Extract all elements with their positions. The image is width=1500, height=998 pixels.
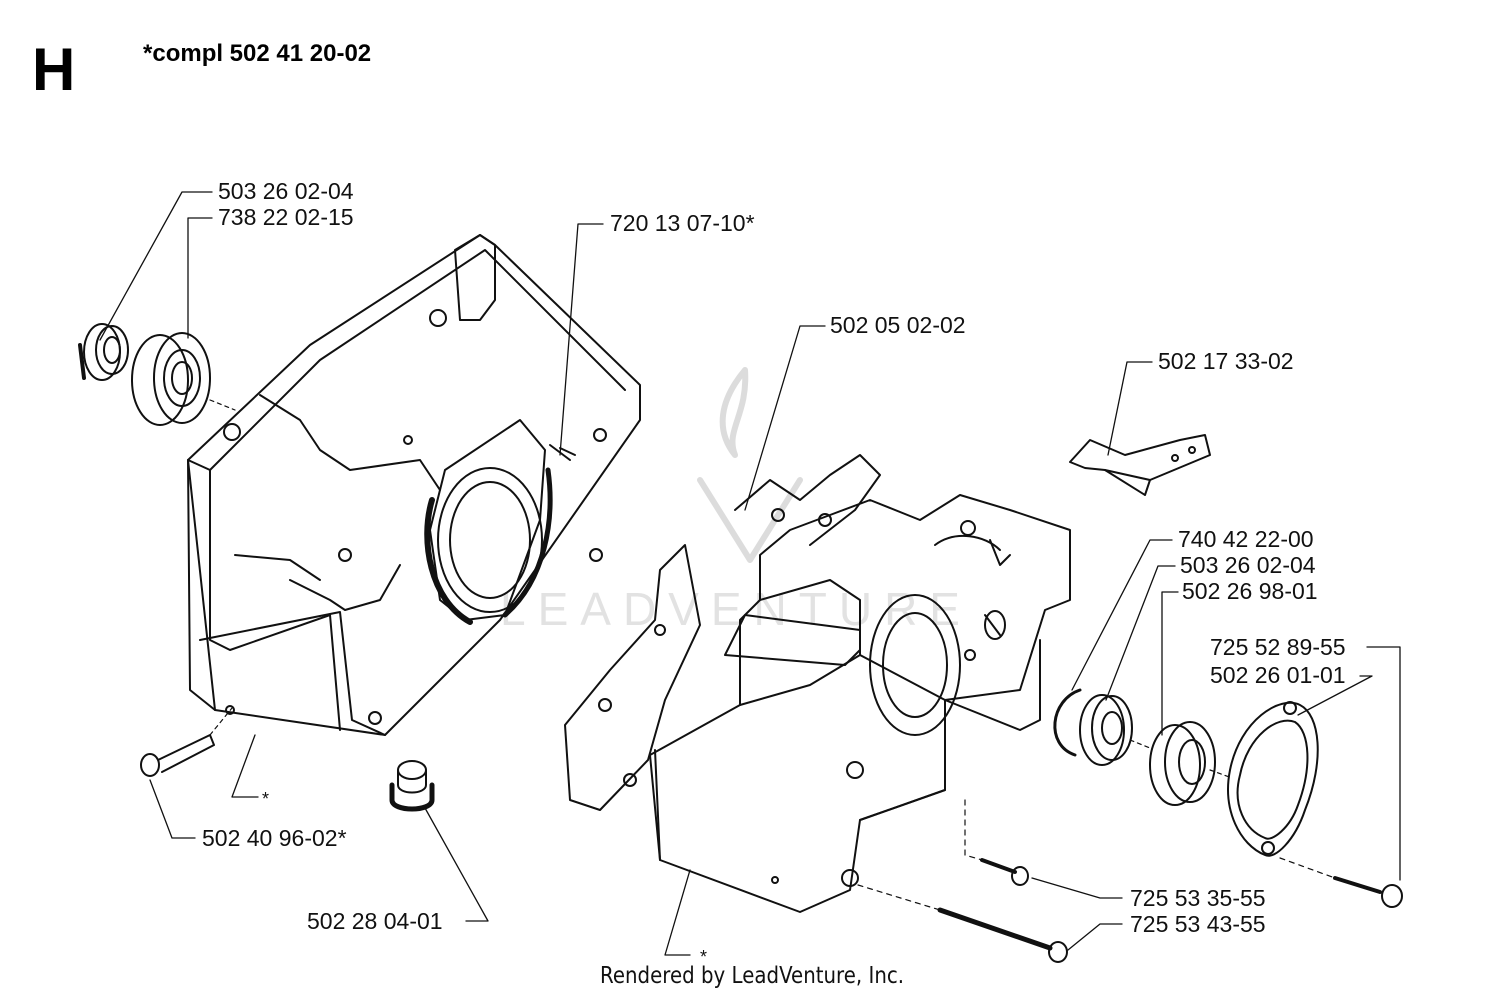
bracket[interactable]: [1069, 434, 1211, 496]
leader-lines: [99, 191, 1401, 956]
cover-screw[interactable]: [1279, 857, 1403, 908]
right-bearing[interactable]: [1149, 721, 1233, 806]
label-gasket[interactable]: 502 05 02-02: [830, 312, 966, 338]
rubber-plug[interactable]: [389, 760, 435, 812]
label-seal-right[interactable]: 503 26 02-04: [1180, 552, 1316, 578]
assembly-note: *compl 502 41 20-02: [143, 40, 372, 67]
label-bearing-right[interactable]: 502 26 98-01: [1182, 578, 1318, 604]
label-ring[interactable]: 740 42 22-00: [1178, 526, 1314, 552]
label-star-left: *: [262, 789, 270, 809]
label-cover[interactable]: 502 26 01-01: [1210, 662, 1346, 688]
label-seal-left[interactable]: 503 26 02-04: [218, 178, 354, 204]
label-screw-cover[interactable]: 725 52 89-55: [1210, 634, 1346, 660]
section-letter: H: [32, 36, 76, 103]
label-bracket[interactable]: 502 17 33-02: [1158, 348, 1294, 374]
footer-credit: Rendered by LeadVenture, Inc.: [600, 963, 905, 989]
watermark-logo: [697, 367, 803, 563]
label-screw-long[interactable]: 725 53 43-55: [1130, 911, 1266, 937]
label-bearing-left[interactable]: 738 22 02-15: [218, 204, 354, 230]
right-crankcase-half[interactable]: [649, 494, 1071, 913]
label-screw-left[interactable]: 502 40 96-02*: [202, 825, 347, 851]
long-screw[interactable]: [857, 884, 1068, 963]
left-crankcase-half[interactable]: [187, 234, 641, 736]
left-bearing[interactable]: [131, 332, 236, 426]
left-seal[interactable]: [78, 323, 129, 381]
label-pin[interactable]: 720 13 07-10*: [610, 210, 755, 236]
left-screw[interactable]: [140, 707, 233, 777]
short-screw[interactable]: [964, 799, 1029, 886]
watermark-text: LEADVENTURE: [500, 583, 972, 635]
snap-ring[interactable]: [1053, 688, 1082, 757]
label-screw-short[interactable]: 725 53 35-55: [1130, 885, 1266, 911]
label-plug[interactable]: 502 28 04-01: [307, 908, 443, 934]
right-seal[interactable]: [1079, 694, 1151, 766]
bearing-cover[interactable]: [1227, 701, 1319, 857]
label-star-right: *: [700, 947, 708, 967]
